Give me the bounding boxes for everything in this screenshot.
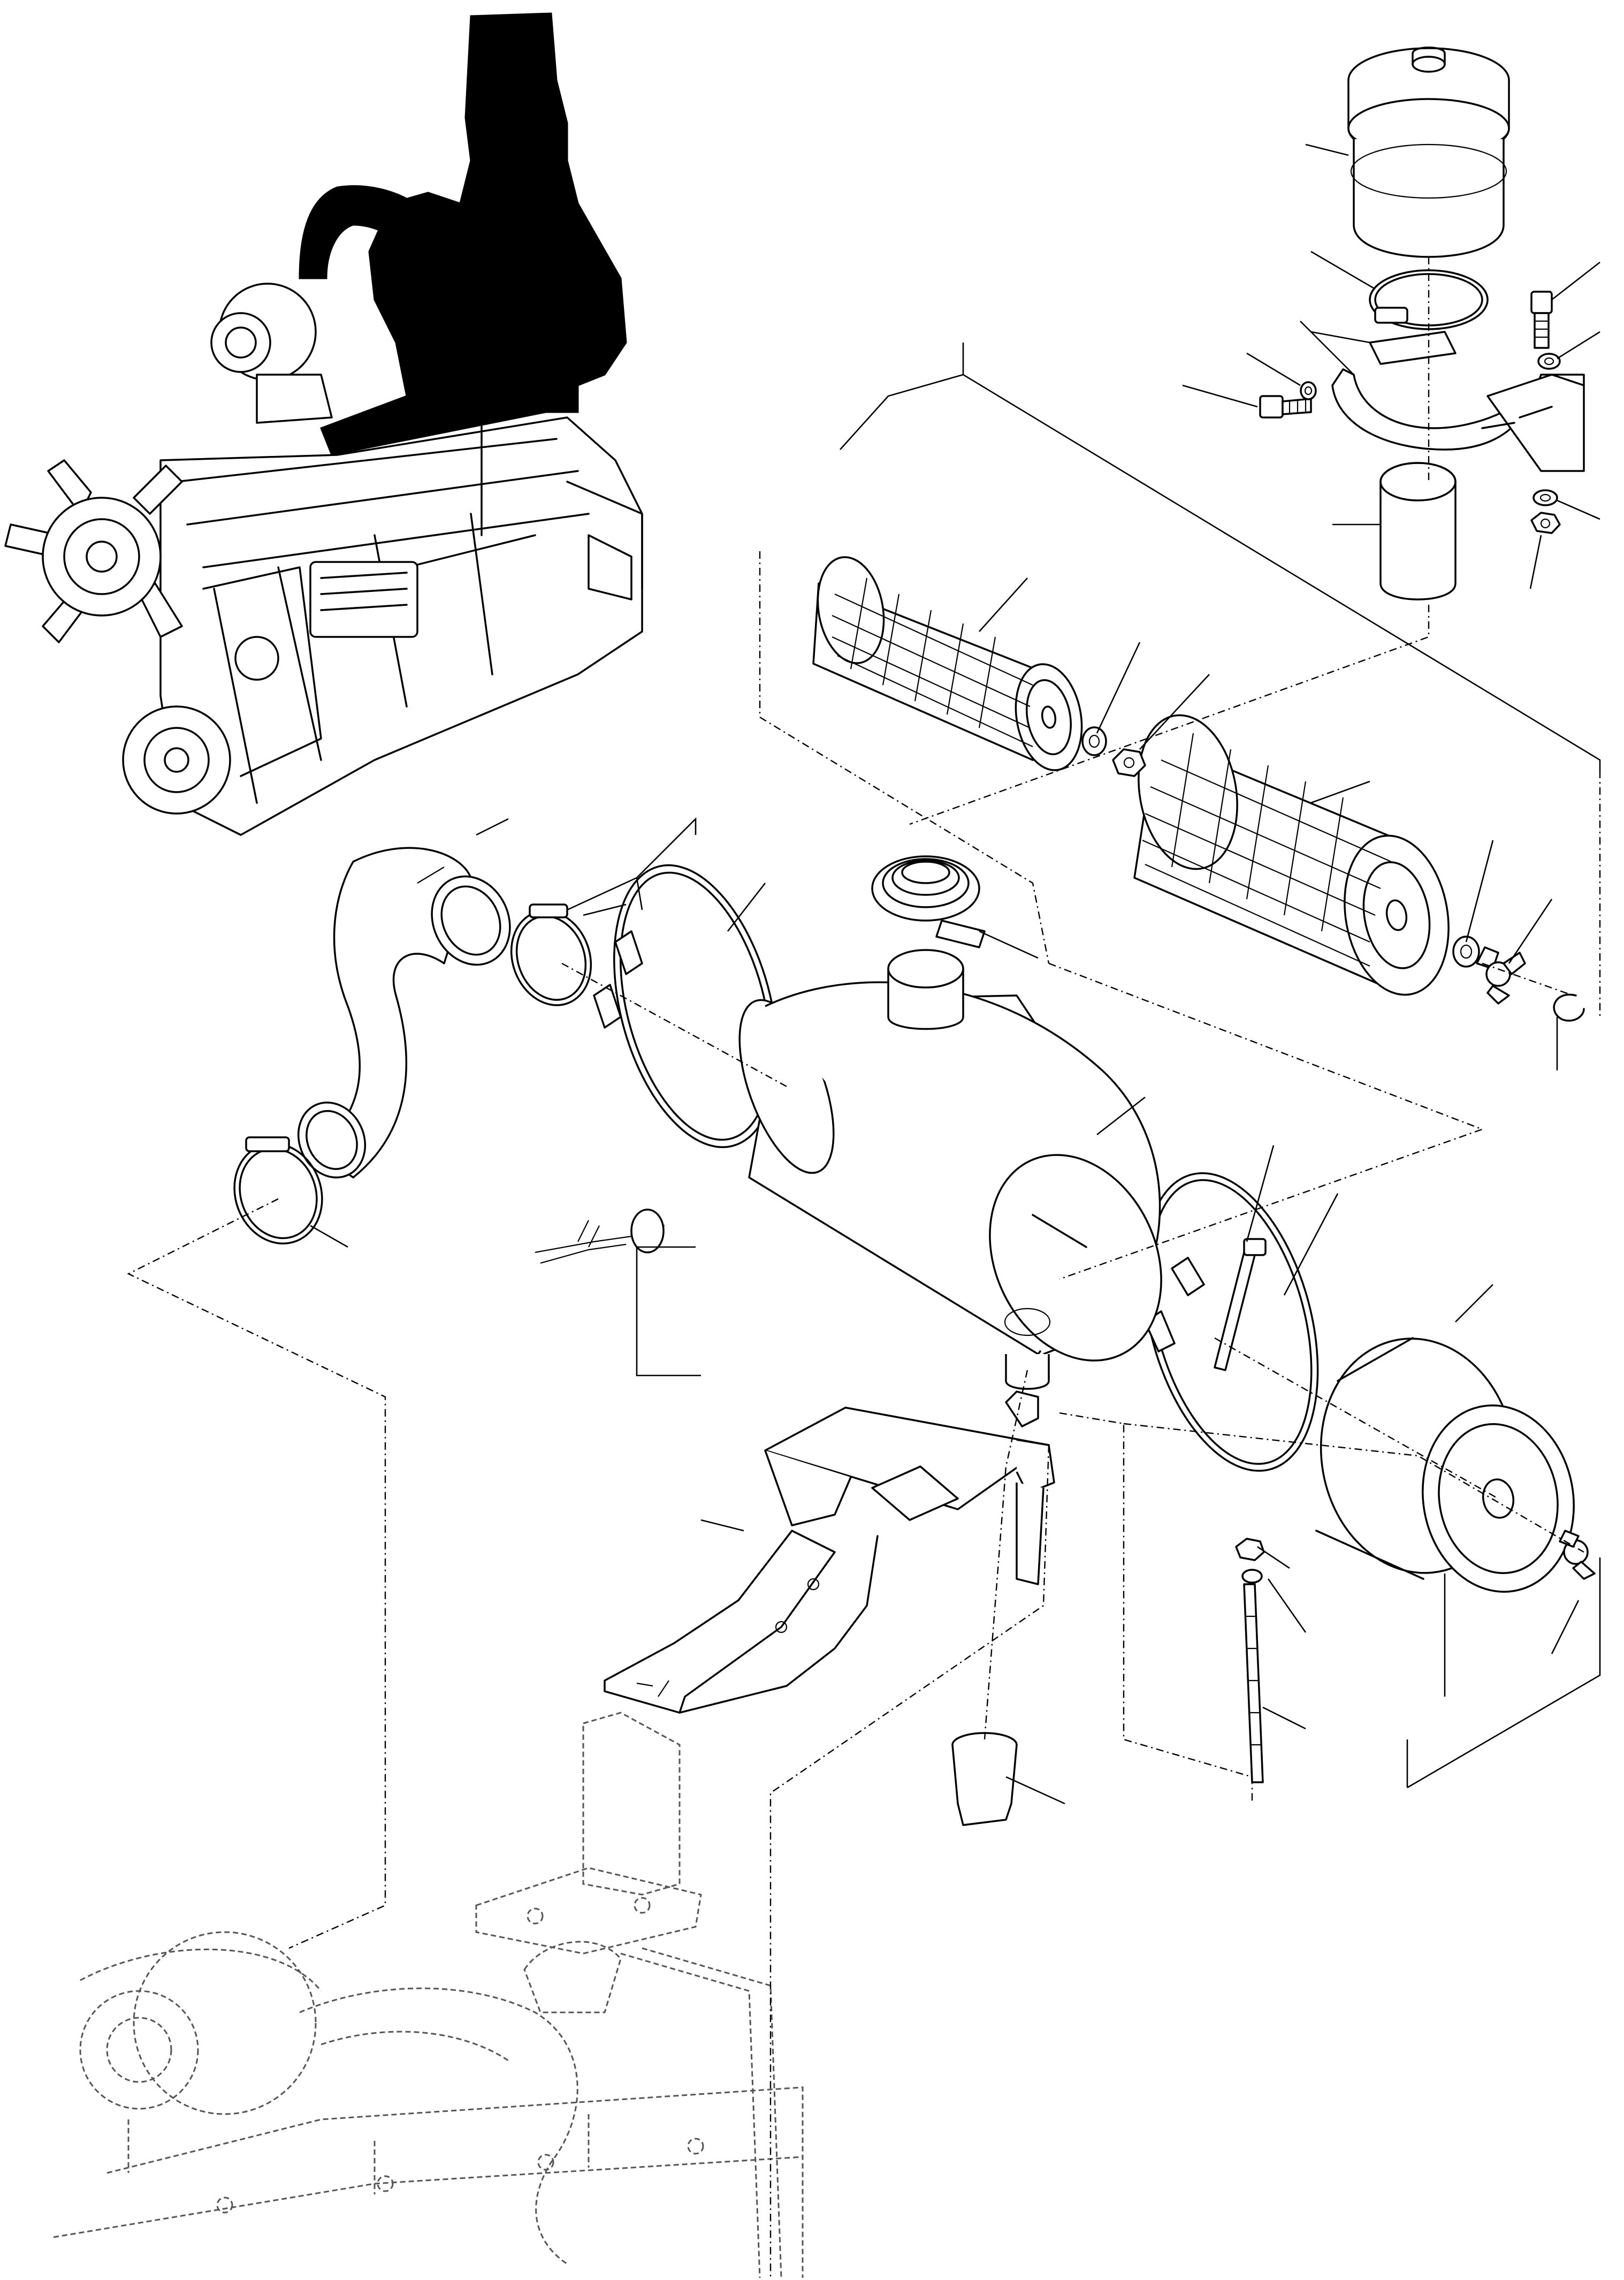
nut bbox=[1112, 748, 1146, 777]
wing-nut bbox=[1476, 946, 1526, 1005]
washer bbox=[1081, 726, 1480, 968]
dust-valve bbox=[951, 1732, 1018, 1826]
engine-bracket bbox=[475, 1712, 702, 1955]
wing-nut bbox=[1559, 1530, 1596, 1580]
end-cover bbox=[1315, 1337, 1575, 1593]
nut bbox=[1530, 512, 1561, 534]
leader-lines bbox=[310, 143, 1601, 1805]
washer bbox=[1300, 353, 1561, 506]
support-frame bbox=[604, 1390, 1055, 1714]
hose-clamp bbox=[233, 903, 592, 1245]
restriction-indicator bbox=[535, 1209, 665, 1264]
engine-overview bbox=[4, 12, 643, 836]
bolt bbox=[1259, 291, 1553, 419]
inlet-bellows bbox=[871, 855, 986, 948]
mounting-bracket bbox=[1331, 331, 1585, 472]
intake-hose bbox=[297, 847, 511, 1179]
turbocharger-section bbox=[53, 1931, 804, 2278]
assembly-lines bbox=[127, 257, 1601, 2278]
adapter-sleeve bbox=[1379, 462, 1457, 601]
outer-main-filter bbox=[1133, 714, 1450, 996]
pre-cleaner-cap bbox=[1347, 47, 1510, 258]
retaining-ring bbox=[1553, 993, 1585, 1022]
stud-bolt bbox=[1214, 1238, 1267, 1783]
inner-safety-filter bbox=[812, 556, 1083, 771]
air-cleaner-housing bbox=[738, 949, 1162, 1390]
